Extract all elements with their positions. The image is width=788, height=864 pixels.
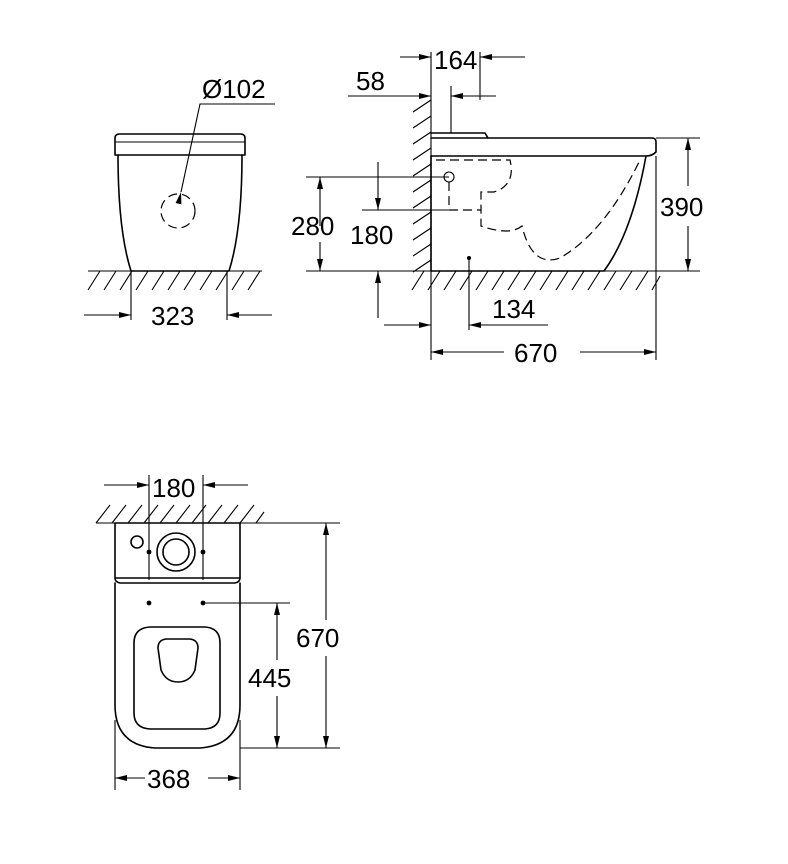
dim-58-label: 58 <box>356 66 385 96</box>
top-dim-368-label: 368 <box>147 764 190 794</box>
front-body <box>117 154 243 272</box>
diameter-label: Ø102 <box>202 74 266 104</box>
side-wall-hatch <box>412 99 432 273</box>
side-tank <box>430 132 489 139</box>
top-bowl <box>114 582 241 749</box>
top-wall-hatch <box>95 504 265 524</box>
hidden-trapway <box>436 159 641 261</box>
diameter-leader <box>175 103 275 205</box>
top-seat <box>133 626 221 730</box>
dim-390-label: 390 <box>660 192 703 222</box>
top-dim-180-label: 180 <box>152 473 195 503</box>
top-dim-445-label: 445 <box>248 663 291 693</box>
top-dim-670-label: 670 <box>296 623 339 653</box>
base-width-label: 323 <box>151 301 194 331</box>
dim-670-label: 670 <box>514 338 557 368</box>
front-floor-hatch <box>87 270 261 291</box>
side-floor-hatch <box>411 270 661 291</box>
side-view: 164 58 280 180 390 134 670 <box>291 45 703 368</box>
front-view: Ø102 323 <box>84 74 275 331</box>
dim-164-label: 164 <box>434 45 477 75</box>
dim-180-label: 180 <box>350 220 393 250</box>
outlet-circle <box>160 193 196 229</box>
front-lid <box>114 133 246 156</box>
fixing-point-lower-left <box>146 600 152 606</box>
dim-280-label: 280 <box>291 211 334 241</box>
flush-button-outer <box>156 532 196 572</box>
side-bowl <box>430 155 647 272</box>
flush-button-inner <box>162 538 190 566</box>
top-view: 180 670 445 368 <box>95 473 340 794</box>
top-tank <box>114 522 241 579</box>
tank-small-circle <box>130 535 144 549</box>
top-seat-opening <box>157 638 199 683</box>
side-seat <box>430 137 657 157</box>
dim-134-label: 134 <box>492 294 535 324</box>
